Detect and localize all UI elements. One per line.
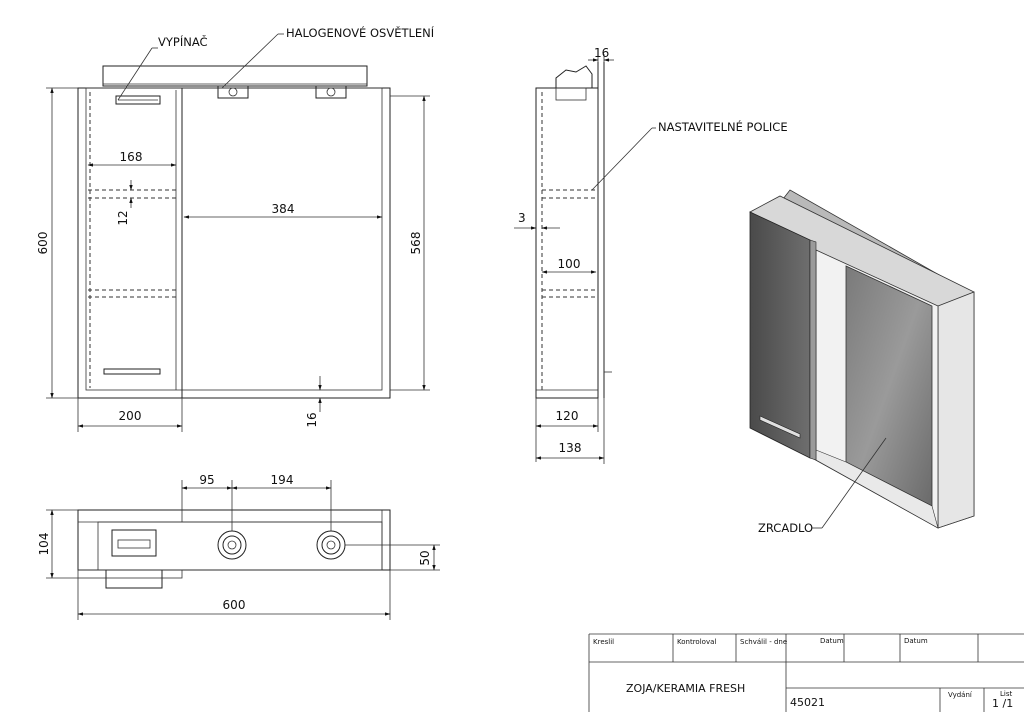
dim-168: 168 [120,150,143,164]
tb-date2: Datum [904,637,928,645]
dim-568: 568 [409,232,423,255]
dim-600-width: 600 [223,598,246,612]
dim-200: 200 [119,409,142,423]
isometric-view: ZRCADLO [749,189,975,535]
dim-384: 384 [272,202,295,216]
tb-sheet: 1 /1 [992,697,1013,710]
label-switch: VYPÍNAČ [158,34,208,49]
dim-16-bottom: 16 [305,412,319,427]
dim-120: 120 [556,409,579,423]
front-view: 600 568 168 12 384 200 16 VYPÍNAČ HALOGE… [36,25,435,432]
tb-sheet-label: List [1000,690,1012,698]
tb-issued: Vydání [948,691,973,699]
dim-104: 104 [37,533,51,556]
label-shelves: NASTAVITELNÉ POLICE [658,119,788,134]
dim-12: 12 [116,210,130,225]
tb-number: 45021 [790,696,825,709]
dim-600-height: 600 [36,232,50,255]
tb-checked: Kontroloval [677,638,716,646]
tb-product: ZOJA/KERAMIA FRESH [626,682,745,695]
tb-date1: Datum [820,637,844,645]
side-view: 16 3 100 120 138 NASTAVITELNÉ POLICE [514,46,788,464]
top-view: 95 194 104 50 600 [37,473,440,620]
tb-drawn: Kreslil [593,638,614,646]
dim-3: 3 [518,211,526,225]
tb-approved: Schválil - dne [740,638,787,646]
dim-100: 100 [558,257,581,271]
dim-16-top: 16 [594,46,609,60]
title-block: Kreslil Kontroloval Schválil - dne Datum… [588,633,1024,712]
dim-194: 194 [271,473,294,487]
label-lighting: HALOGENOVÉ OSVĚTLENÍ [286,25,435,40]
dim-50: 50 [418,550,432,565]
dim-138: 138 [559,441,582,455]
light-1 [217,530,247,560]
label-mirror: ZRCADLO [758,521,813,535]
light-2 [316,530,346,560]
dim-95: 95 [199,473,214,487]
